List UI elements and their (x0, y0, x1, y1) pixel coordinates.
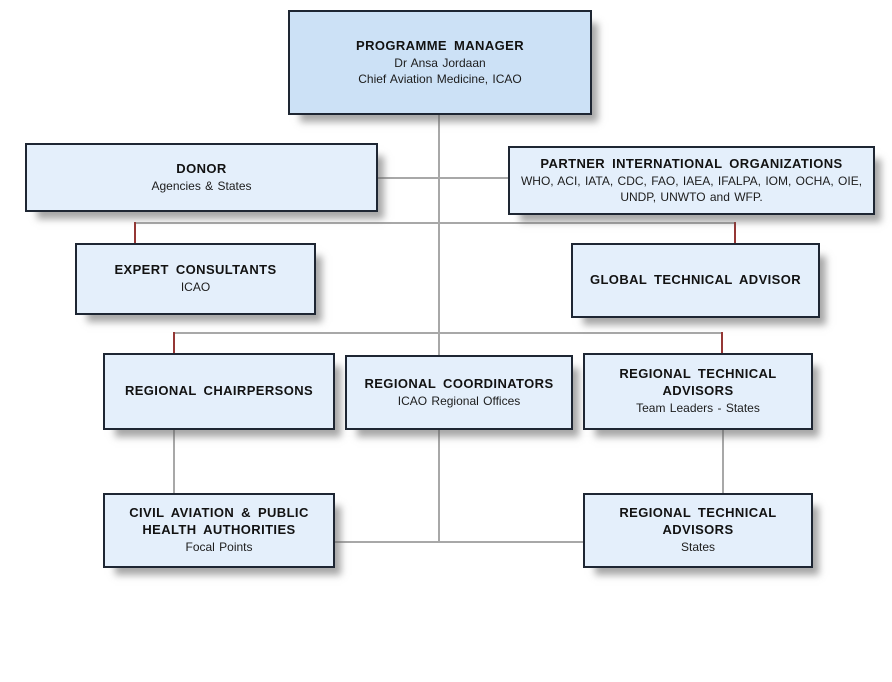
connector-bottom-row (335, 541, 583, 543)
node-subtitle: Focal Points (185, 539, 253, 554)
connector-branch-row4 (173, 332, 723, 334)
node-title: PROGRAMME MANAGER (356, 37, 524, 53)
node-subtitle: WHO, ACI, IATA, CDC, FAO, IAEA, IFALPA, … (520, 174, 863, 204)
node-programme-manager: PROGRAMME MANAGER Dr Ansa Jordaan Chief … (288, 10, 592, 115)
connector-central-spine (438, 115, 440, 543)
node-subtitle: Agencies & States (151, 178, 252, 193)
connector-advisors-states (722, 430, 724, 493)
connector-stub-expert-consultants (134, 222, 136, 243)
node-subtitle: Team Leaders - States (636, 400, 760, 415)
node-regional-technical-advisors-states: REGIONAL TECHNICAL ADVISORS States (583, 493, 813, 568)
node-title: DONOR (176, 160, 227, 176)
node-title: REGIONAL TECHNICAL ADVISORS (619, 505, 777, 537)
node-regional-technical-advisors-team-leaders: REGIONAL TECHNICAL ADVISORS Team Leaders… (583, 353, 813, 430)
node-donor: DONOR Agencies & States (25, 143, 378, 212)
connector-stub-regional-chairpersons (173, 332, 175, 353)
node-subtitle: Dr Ansa Jordaan Chief Aviation Medicine,… (358, 56, 522, 86)
node-subtitle: ICAO (180, 280, 211, 295)
connector-donor-partner (378, 177, 508, 179)
node-title: EXPERT CONSULTANTS (114, 262, 277, 278)
node-subtitle: States (680, 539, 716, 554)
node-regional-coordinators: REGIONAL COORDINATORS ICAO Regional Offi… (345, 355, 573, 430)
connector-branch-row3 (134, 222, 736, 224)
node-title: GLOBAL TECHNICAL ADVISOR (589, 272, 802, 288)
node-civil-aviation-public-health-authorities: CIVIL AVIATION & PUBLIC HEALTH AUTHORITI… (103, 493, 335, 568)
node-title: REGIONAL TECHNICAL ADVISORS (619, 366, 777, 398)
node-regional-chairpersons: REGIONAL CHAIRPERSONS (103, 353, 335, 430)
node-partner-international-organizations: PARTNER INTERNATIONAL ORGANIZATIONS WHO,… (508, 146, 875, 215)
node-title: REGIONAL CHAIRPERSONS (124, 383, 314, 399)
node-title: CIVIL AVIATION & PUBLIC HEALTH AUTHORITI… (129, 505, 309, 537)
node-expert-consultants: EXPERT CONSULTANTS ICAO (75, 243, 316, 315)
node-title: REGIONAL COORDINATORS (364, 375, 554, 391)
node-title: PARTNER INTERNATIONAL ORGANIZATIONS (540, 155, 843, 171)
node-global-technical-advisor: GLOBAL TECHNICAL ADVISOR (571, 243, 820, 318)
connector-stub-global-technical-advisor (734, 222, 736, 243)
node-subtitle: ICAO Regional Offices (397, 393, 521, 408)
connector-chairpersons-authorities (173, 430, 175, 493)
connector-stub-regional-technical-advisors (721, 332, 723, 353)
